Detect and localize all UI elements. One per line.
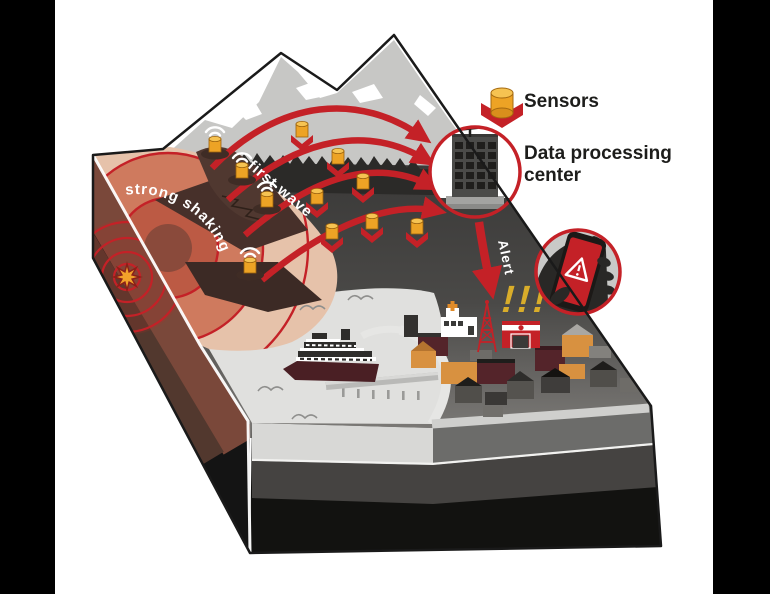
shore-road: [431, 403, 650, 429]
terrain-block: [93, 35, 661, 553]
alert-label: Alert: [495, 239, 517, 277]
sensors-label: Sensors: [524, 91, 599, 112]
waves: [257, 294, 374, 420]
block-outline: [91, 33, 663, 555]
data-center-label-line2: center: [524, 165, 582, 186]
hypocenter-star-icon: [111, 261, 143, 293]
data-center-inset: [428, 125, 522, 219]
mountain-range: [167, 40, 476, 166]
pier: [325, 372, 439, 400]
warning-triangle-icon: [564, 257, 589, 282]
office-building: [452, 134, 498, 197]
hospital: [441, 301, 477, 337]
fault-crack: [221, 195, 263, 221]
radio-tower-icon: [477, 300, 497, 353]
fault-line: [93, 154, 252, 553]
data-center-label-line1: Data processing: [524, 143, 672, 164]
block-front-face: [250, 406, 661, 553]
road: [360, 325, 401, 340]
ridge-shadow: [185, 262, 322, 312]
phone-inset: [534, 228, 622, 316]
alert-arrow: [471, 221, 503, 300]
satellite-dish-icon: [458, 127, 478, 137]
sensor-icon: [481, 87, 523, 128]
cruise-ship: [283, 329, 379, 382]
sensors-legend: Sensors Data processing center: [481, 87, 672, 186]
fire-station: [502, 321, 540, 349]
house: [404, 315, 640, 417]
coastal-town: [360, 300, 650, 429]
